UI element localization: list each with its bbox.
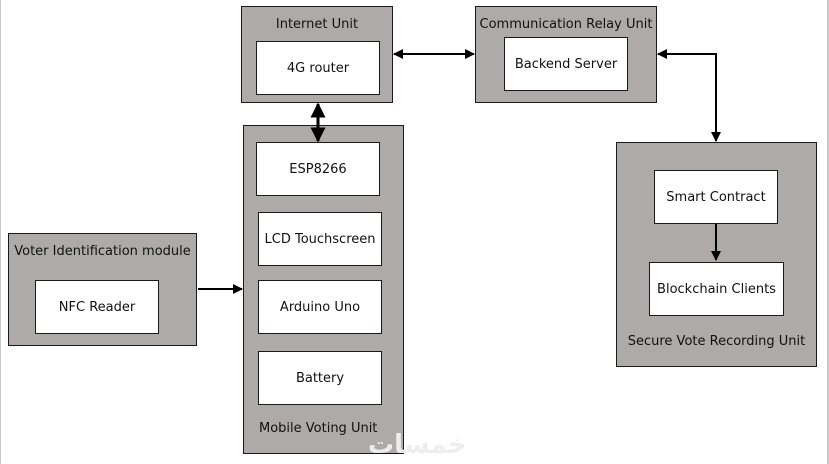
mobile-voting-unit: ESP8266 LCD Touchscreen Arduino Uno Batt… [243, 125, 404, 454]
page-border-right [827, 0, 829, 464]
voter-identification-module: Voter Identification module NFC Reader [8, 233, 197, 346]
page-border-left [0, 0, 1, 464]
component-backend-server: Backend Server [504, 37, 628, 91]
component-arduino-uno: Arduino Uno [258, 280, 382, 334]
component-blockchain-clients: Blockchain Clients [649, 262, 784, 316]
component-esp8266: ESP8266 [256, 142, 380, 196]
secure-vote-recording-unit-title: Secure Vote Recording Unit [627, 334, 806, 349]
component-nfc-reader: NFC Reader [35, 280, 159, 334]
arrow-relay-secure [657, 49, 721, 142]
component-smart-contract: Smart Contract [654, 170, 778, 224]
communication-relay-unit: Communication Relay Unit Backend Server [475, 6, 657, 103]
voter-identification-module-title: Voter Identification module [14, 244, 191, 259]
internet-unit: Internet Unit 4G router [241, 6, 393, 103]
watermark: خمسات [368, 430, 467, 460]
internet-unit-title: Internet Unit [275, 17, 359, 32]
communication-relay-unit-title: Communication Relay Unit [479, 17, 653, 32]
mobile-voting-unit-title: Mobile Voting Unit [259, 421, 378, 436]
component-lcd-touchscreen: LCD Touchscreen [258, 212, 382, 266]
component-battery: Battery [258, 351, 382, 405]
component-4g-router: 4G router [256, 41, 380, 95]
